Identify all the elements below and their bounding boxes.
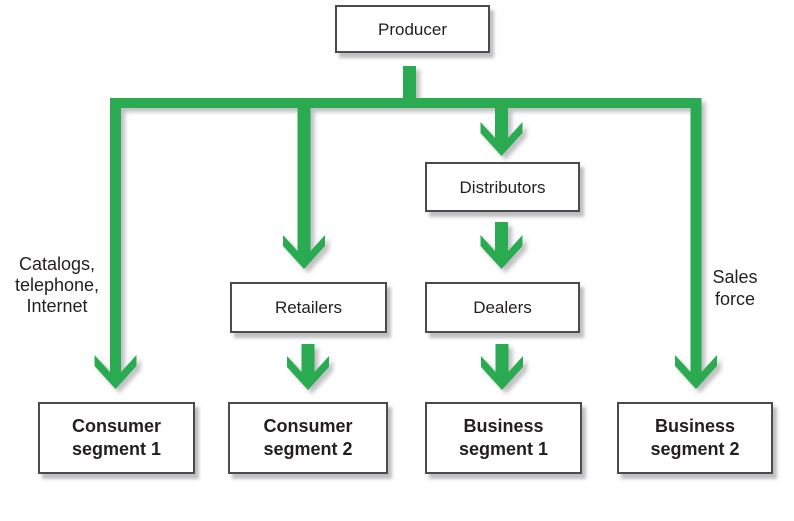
arrow-down-to-consumer-segment-1 <box>94 98 137 389</box>
node-consumer-segment-1: Consumer segment 1 <box>38 402 195 474</box>
node-business-segment-2: Business segment 2 <box>617 402 773 474</box>
node-dealers: Dealers <box>425 282 580 333</box>
node-distributors: Distributors <box>425 162 580 212</box>
arrow-down-to-dealers <box>480 222 523 269</box>
node-retailers: Retailers <box>230 282 387 333</box>
label-direct-channel: Catalogs, telephone, Internet <box>14 254 100 316</box>
producer-stem-line <box>403 66 416 108</box>
arrow-down-to-consumer-segment-2 <box>287 344 329 390</box>
arrow-down-to-distributors <box>480 98 523 156</box>
node-business-segment-1: Business segment 1 <box>425 402 582 474</box>
channel-trunk-line <box>110 98 702 108</box>
label-sales-force-channel: Sales force <box>712 267 758 309</box>
arrow-down-to-business-segment-2 <box>675 98 717 389</box>
arrow-down-to-business-segment-1 <box>481 344 523 390</box>
node-consumer-segment-2: Consumer segment 2 <box>228 402 388 474</box>
arrow-down-to-retailers <box>283 98 325 269</box>
node-producer: Producer <box>335 5 490 53</box>
